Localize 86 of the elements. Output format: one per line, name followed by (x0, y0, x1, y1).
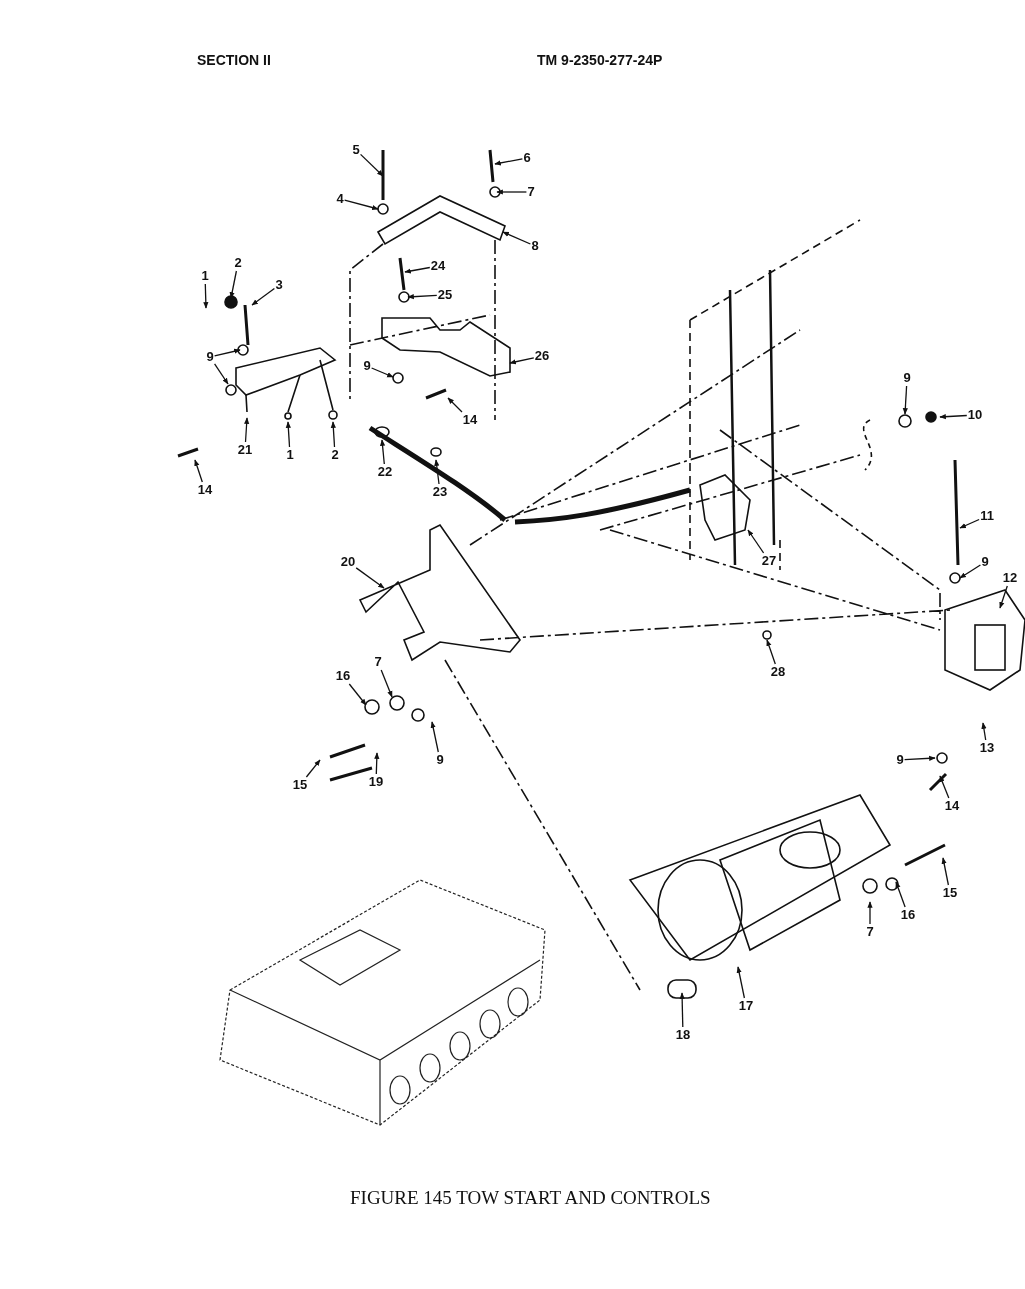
callout-number: 12 (1002, 571, 1018, 585)
callout-number: 26 (534, 349, 550, 363)
callout-number: 19 (368, 775, 384, 789)
leader-line (502, 231, 532, 245)
leader-line (903, 755, 936, 761)
callout-number: 21 (237, 443, 253, 457)
leader-line (766, 639, 776, 665)
callout-number: 11 (980, 509, 994, 523)
leader-line (348, 683, 367, 706)
callout-number: 24 (430, 259, 446, 273)
callout-number: 6 (523, 151, 531, 165)
leader-line (959, 518, 980, 529)
leader-line (404, 266, 431, 274)
leader-line (867, 901, 873, 925)
leader-line (981, 722, 987, 741)
leader-line (229, 270, 238, 299)
leader-line (343, 199, 379, 210)
callout-number: 1 (286, 448, 294, 462)
leader-line (679, 992, 685, 1028)
callout-number: 1 (201, 269, 209, 283)
callout-number: 8 (531, 239, 539, 253)
callout-number: 7 (866, 925, 874, 939)
callout-number: 14 (462, 413, 478, 427)
leader-line (902, 385, 908, 415)
leader-line (999, 585, 1008, 609)
leader-line (494, 158, 524, 166)
leader-line (430, 721, 439, 753)
callout-number: 18 (675, 1028, 691, 1042)
callout-number: 5 (352, 143, 360, 157)
callout-number: 15 (292, 778, 308, 792)
callout-number: 28 (770, 665, 786, 679)
leader-line (509, 357, 535, 365)
leader-line (359, 153, 384, 177)
callout-number: 13 (979, 741, 995, 755)
callout-number: 9 (436, 753, 444, 767)
callout-number: 20 (340, 555, 356, 569)
leader-line (939, 414, 968, 420)
leader-line (379, 439, 386, 465)
leader-line (213, 348, 241, 357)
callout-number: 25 (437, 288, 453, 302)
callout-number: 17 (738, 999, 754, 1013)
leader-line (244, 417, 250, 443)
leader-line (939, 775, 950, 799)
callout-number: 2 (331, 448, 339, 462)
callout-number: 7 (374, 655, 382, 669)
leader-line (959, 564, 982, 579)
callout-number: 15 (942, 886, 958, 900)
callout-number: 10 (967, 408, 983, 422)
leader-line (496, 189, 528, 195)
leader-line (330, 421, 336, 448)
callout-number: 14 (944, 799, 960, 813)
callout-number: 16 (900, 908, 916, 922)
figure-caption: FIGURE 145 TOW START AND CONTROLS (350, 1187, 711, 1209)
leader-line (355, 567, 385, 589)
leader-line (747, 529, 765, 554)
callout-number: 2 (234, 256, 242, 270)
leader-line (251, 287, 276, 306)
callout-number: 9 (903, 371, 911, 385)
leader-line (203, 283, 209, 309)
callout-number: 9 (981, 555, 989, 569)
leader-line (736, 966, 746, 999)
leader-line (213, 363, 229, 385)
callout-number: 7 (527, 185, 535, 199)
leader-line (374, 752, 380, 775)
callout-number: 16 (335, 669, 351, 683)
callout-number: 4 (336, 192, 344, 206)
leader-line (434, 459, 440, 485)
callout-number: 22 (377, 465, 393, 479)
callout-number: 27 (761, 554, 777, 568)
leader-line (380, 669, 393, 698)
leader-line (941, 857, 950, 886)
leader-line (194, 459, 203, 483)
leader-line (895, 881, 906, 908)
callout-number: 3 (275, 278, 283, 292)
leader-line (370, 367, 394, 378)
callout-number: 9 (363, 359, 371, 373)
leader-line (407, 294, 438, 300)
header-text: SECTION II (197, 52, 271, 68)
leader-line (447, 397, 463, 413)
leader-line (285, 421, 291, 448)
callout-number: 9 (206, 350, 214, 364)
callout-number: 9 (896, 753, 904, 767)
callout-number: 23 (432, 485, 448, 499)
callout-number: 14 (197, 483, 213, 497)
leader-line (305, 759, 321, 778)
header-text: TM 9-2350-277-24P (537, 52, 663, 68)
